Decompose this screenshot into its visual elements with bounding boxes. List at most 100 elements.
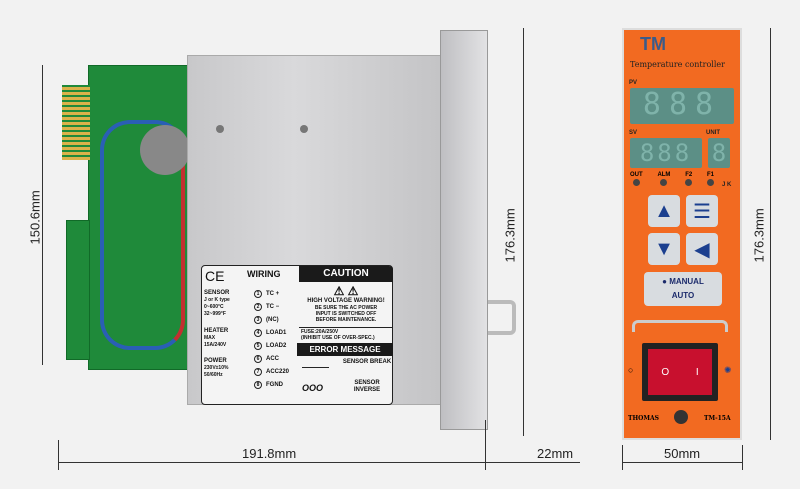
terminal-row: 2 TC − [254, 303, 298, 316]
error-desc: SENSOR INVERSE [353, 380, 381, 393]
pull-handle[interactable] [632, 320, 728, 332]
terminal-number: 1 [254, 290, 262, 298]
controller-front-panel: TM Temperature controller PV 888 SV UNIT… [622, 28, 742, 440]
terminal-row: 7 ACC220 [254, 368, 298, 381]
terminal-number: 5 [254, 342, 262, 350]
terminal-number: 8 [254, 381, 262, 389]
led-indicator: F2 [685, 171, 692, 186]
warning-text: BE SURE THE AC POWER [314, 305, 378, 311]
ce-mark: CE [205, 268, 225, 284]
heater-max: MAX [204, 335, 216, 341]
terminal-name: FGND [266, 382, 283, 388]
dimension-tick [485, 420, 486, 470]
shift-left-icon: ◀ [694, 238, 710, 261]
led-indicator: ALM [657, 171, 670, 186]
caution-heading: CAUTION [299, 266, 393, 282]
terminal-name: ACC [266, 356, 279, 362]
jk-label: J K [722, 182, 732, 188]
pv-display: 888 [630, 88, 734, 124]
led-icon [660, 179, 668, 186]
led-icon [685, 179, 693, 186]
front-height-dimension: 176.3mm [751, 208, 767, 263]
switch-on-mark: I [695, 366, 699, 378]
led-label: ALM [657, 172, 671, 178]
fuse-note: (INHIBIT USE OF OVER-SPEC.) [301, 335, 375, 341]
terminal-name: TC − [266, 304, 280, 310]
pcb-tab [66, 220, 90, 360]
led-label: OUT [630, 172, 643, 178]
switch-off-mark: O [661, 366, 670, 378]
up-button[interactable]: ▲ [648, 195, 680, 227]
manual-auto-button[interactable]: ● MANUAL AUTO [644, 272, 722, 306]
wire-harness [100, 120, 185, 350]
pcb-board [88, 65, 198, 370]
terminal-number: 2 [254, 303, 262, 311]
sensor-type: J or K type [204, 297, 230, 303]
terminal-number: 7 [254, 368, 262, 376]
manual-led-icon: ● [662, 277, 670, 286]
sv-display: 888 [630, 138, 702, 168]
down-button[interactable]: ▼ [648, 233, 680, 265]
unit-label: UNIT [706, 130, 720, 136]
error-message-heading: ERROR MESSAGE [297, 343, 393, 356]
terminal-number: 6 [254, 355, 262, 363]
led-icon [706, 179, 714, 186]
terminal-name: ACC220 [266, 369, 290, 375]
front-flange [440, 30, 488, 430]
dimension-line [523, 28, 524, 436]
brand-name: THOMAS [628, 415, 659, 422]
led-indicator: OUT [630, 171, 643, 186]
terminal-row: 1 TC + [254, 290, 298, 303]
connector [140, 125, 190, 175]
warning-text: BEFORE MAINTENANCE. [315, 317, 377, 323]
warning-triangles-icon: ⚠ ⚠ [333, 284, 359, 298]
sensor-label: SENSOR [204, 290, 230, 296]
heater-rating: 15A/240V [204, 342, 227, 348]
shift-button[interactable]: ◀ [686, 233, 718, 265]
fuse-rating: FUSE:20A/250V [301, 329, 339, 335]
dimension-tick [742, 445, 743, 470]
dimension-line [622, 462, 742, 463]
warning-text: INPUT IS SWITCHED OFF [315, 311, 377, 317]
depth-dimension: 191.8mm [242, 446, 297, 461]
led-label: F1 [706, 172, 714, 178]
indicator-leds: OUT ALM F2 F1 [630, 171, 714, 186]
terminal-name: LOAD1 [266, 330, 287, 336]
warning-title: HIGH VOLTAGE WARNING! [307, 298, 385, 304]
terminal-number: 3 [254, 316, 262, 324]
terminal-name: (NC) [266, 317, 279, 323]
menu-icon: ☰ [693, 200, 711, 223]
manual-label: MANUAL [669, 277, 704, 286]
terminal-name: TC + [266, 291, 280, 297]
heater-label: HEATER [204, 328, 229, 334]
error-code: ——— [302, 362, 329, 372]
led-indicator: F1 [706, 171, 714, 186]
terminal-row: 5 LOAD2 [254, 342, 298, 355]
up-arrow-icon: ▲ [654, 199, 674, 222]
sensor-range: 32~999°F [204, 311, 226, 317]
dimension-line [42, 65, 43, 365]
dimension-tick [58, 440, 59, 470]
reset-knob[interactable] [674, 410, 688, 424]
sv-label: SV [629, 130, 638, 136]
terminal-row: 3 (NC) [254, 316, 298, 329]
power-frequency: 50/60Hz [204, 372, 223, 378]
dimension-line [770, 28, 771, 440]
flange-dimension: 22mm [537, 446, 574, 461]
pcb-height-dimension: 150.6mm [27, 190, 43, 245]
menu-button[interactable]: ☰ [686, 195, 718, 227]
screw [216, 125, 224, 133]
dimension-line [58, 462, 485, 463]
terminal-name: LOAD2 [266, 343, 287, 349]
power-voltage: 230V±10% [204, 365, 229, 371]
terminal-row: 6 ACC [254, 355, 298, 368]
edge-connector [62, 85, 90, 160]
led-icon [632, 179, 640, 186]
handle-side [488, 300, 516, 335]
housing-height-dimension: 176.3mm [502, 208, 518, 263]
sensor-range: 0~600°C [204, 304, 224, 310]
wiring-label: CE WIRING CAUTION SENSOR J or K type 0~6… [201, 265, 393, 405]
screw [300, 125, 308, 133]
